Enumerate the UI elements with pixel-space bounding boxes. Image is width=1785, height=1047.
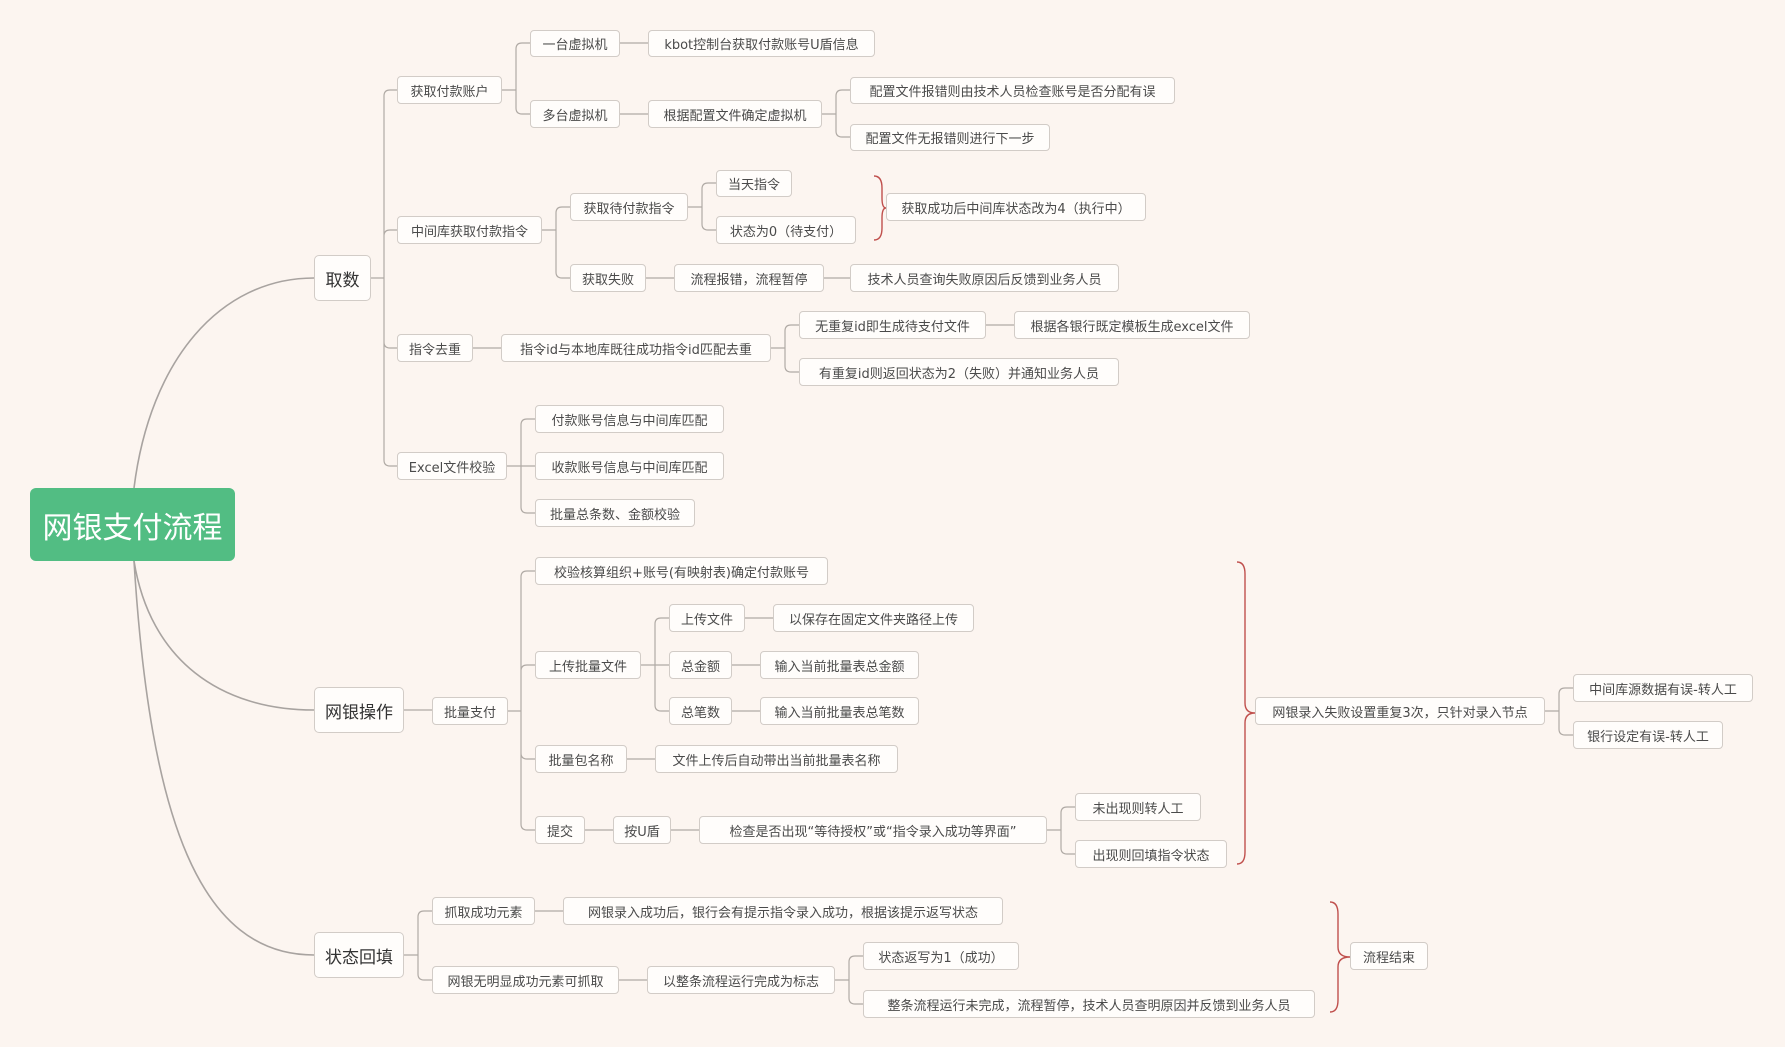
topic-total-count[interactable]: 总笔数 <box>669 697 732 725</box>
brace-flow-end <box>1329 901 1351 1013</box>
topic-grab-element[interactable]: 抓取成功元素 <box>432 897 535 925</box>
topic-total-amount[interactable]: 总金额 <box>669 651 732 679</box>
topic-source-data-error[interactable]: 中间库源数据有误-转人工 <box>1573 674 1753 702</box>
topic-today-instruction[interactable]: 当天指令 <box>716 170 792 197</box>
topic-get-fail[interactable]: 获取失败 <box>570 264 646 292</box>
topic-grab-element-detail[interactable]: 网银录入成功后，银行会有提示指令录入成功，根据该提示返写状态 <box>563 897 1003 925</box>
topic-get-instruction[interactable]: 中间库获取付款指令 <box>397 216 542 244</box>
topic-has-dup[interactable]: 有重复id则返回状态为2（失败）并通知业务人员 <box>799 358 1119 386</box>
topic-package-name[interactable]: 批量包名称 <box>535 745 627 773</box>
topic-flow-incomplete[interactable]: 整条流程运行未完成，流程暂停，技术人员查明原因并反馈到业务人员 <box>863 990 1315 1018</box>
topic-shown-backfill[interactable]: 出现则回填指令状态 <box>1075 840 1227 868</box>
topic-config-ok[interactable]: 配置文件无报错则进行下一步 <box>850 124 1050 151</box>
topic-no-dup[interactable]: 无重复id即生成待支付文件 <box>799 311 986 339</box>
topic-bank-operation[interactable]: 网银操作 <box>314 687 404 733</box>
topic-success-status-4[interactable]: 获取成功后中间库状态改为4（执行中） <box>886 193 1146 221</box>
link-root-qushu <box>133 277 315 489</box>
topic-get-account[interactable]: 获取付款账户 <box>397 76 502 104</box>
topic-multi-vm-detail[interactable]: 根据配置文件确定虚拟机 <box>648 100 822 128</box>
link-batch-children <box>508 570 535 831</box>
topic-excel-check[interactable]: Excel文件校验 <box>397 452 507 480</box>
brace-instruction-success <box>873 175 887 241</box>
link-pending-children <box>688 182 716 231</box>
topic-single-vm[interactable]: 一台虚拟机 <box>530 30 620 57</box>
topic-flow-end[interactable]: 流程结束 <box>1350 942 1428 970</box>
topic-fail-detail[interactable]: 流程报错，流程暂停 <box>674 264 824 292</box>
topic-batch-pay[interactable]: 批量支付 <box>432 697 508 725</box>
link-instruction-children <box>542 206 570 279</box>
topic-dedup-match[interactable]: 指令id与本地库既往成功指令id匹配去重 <box>501 334 771 362</box>
topic-status-1-success[interactable]: 状态返写为1（成功） <box>863 942 1019 970</box>
link-upload-children <box>641 617 669 712</box>
link-config-children <box>822 89 850 138</box>
root-topic[interactable]: 网银支付流程 <box>30 488 235 561</box>
topic-status-backfill[interactable]: 状态回填 <box>314 932 404 978</box>
topic-get-pending[interactable]: 获取待付款指令 <box>570 193 688 221</box>
topic-total-amount-detail[interactable]: 输入当前批量表总金额 <box>760 651 919 679</box>
topic-upload-batch[interactable]: 上传批量文件 <box>535 651 641 679</box>
link-dedup-children <box>771 324 799 373</box>
topic-package-name-detail[interactable]: 文件上传后自动带出当前批量表名称 <box>655 745 898 773</box>
topic-gen-excel[interactable]: 根据各银行既定模板生成excel文件 <box>1014 311 1250 339</box>
topic-verify-account[interactable]: 校验核算组织+账号(有映射表)确定付款账号 <box>535 557 828 585</box>
topic-recv-account-match[interactable]: 收款账号信息与中间库匹配 <box>535 452 724 480</box>
topic-batch-check[interactable]: 批量总条数、金额校验 <box>535 499 695 527</box>
topic-upload-file-detail[interactable]: 以保存在固定文件夹路径上传 <box>773 604 974 632</box>
topic-config-error[interactable]: 配置文件报错则由技术人员检查账号是否分配有误 <box>850 77 1175 104</box>
topic-status-0[interactable]: 状态为0（待支付） <box>716 216 856 244</box>
topic-qushu[interactable]: 取数 <box>314 255 371 301</box>
topic-submit[interactable]: 提交 <box>535 816 585 844</box>
link-root-bank <box>133 560 315 711</box>
topic-not-shown-manual[interactable]: 未出现则转人工 <box>1075 793 1201 821</box>
topic-multi-vm[interactable]: 多台虚拟机 <box>530 100 620 128</box>
topic-flow-complete-flag[interactable]: 以整条流程运行完成为标志 <box>647 966 835 994</box>
topic-no-success-element[interactable]: 网银无明显成功元素可抓取 <box>432 966 619 994</box>
topic-press-ukey[interactable]: 按U盾 <box>613 816 671 844</box>
topic-dedup[interactable]: 指令去重 <box>397 334 473 362</box>
link-account-children <box>502 42 530 115</box>
link-flag-children <box>835 955 863 1005</box>
link-status-children <box>404 910 432 981</box>
topic-upload-file[interactable]: 上传文件 <box>669 604 745 632</box>
topic-pay-account-match[interactable]: 付款账号信息与中间库匹配 <box>535 405 724 433</box>
topic-bank-setting-error[interactable]: 银行设定有误-转人工 <box>1573 721 1723 749</box>
topic-total-count-detail[interactable]: 输入当前批量表总笔数 <box>760 697 919 725</box>
link-root-status <box>133 560 315 956</box>
link-excel-children <box>507 418 535 514</box>
topic-single-vm-detail[interactable]: kbot控制台获取付款账号U盾信息 <box>648 30 875 57</box>
topic-fail-feedback[interactable]: 技术人员查询失败原因后反馈到业务人员 <box>850 264 1119 292</box>
brace-retry <box>1236 561 1256 865</box>
link-check-children <box>1047 806 1075 855</box>
link-qushu-children <box>371 89 397 467</box>
link-retry-children <box>1545 687 1573 736</box>
topic-check-screen[interactable]: 检查是否出现“等待授权”或“指令录入成功等界面” <box>699 816 1047 844</box>
topic-retry-3-times[interactable]: 网银录入失败设置重复3次，只针对录入节点 <box>1255 697 1545 725</box>
